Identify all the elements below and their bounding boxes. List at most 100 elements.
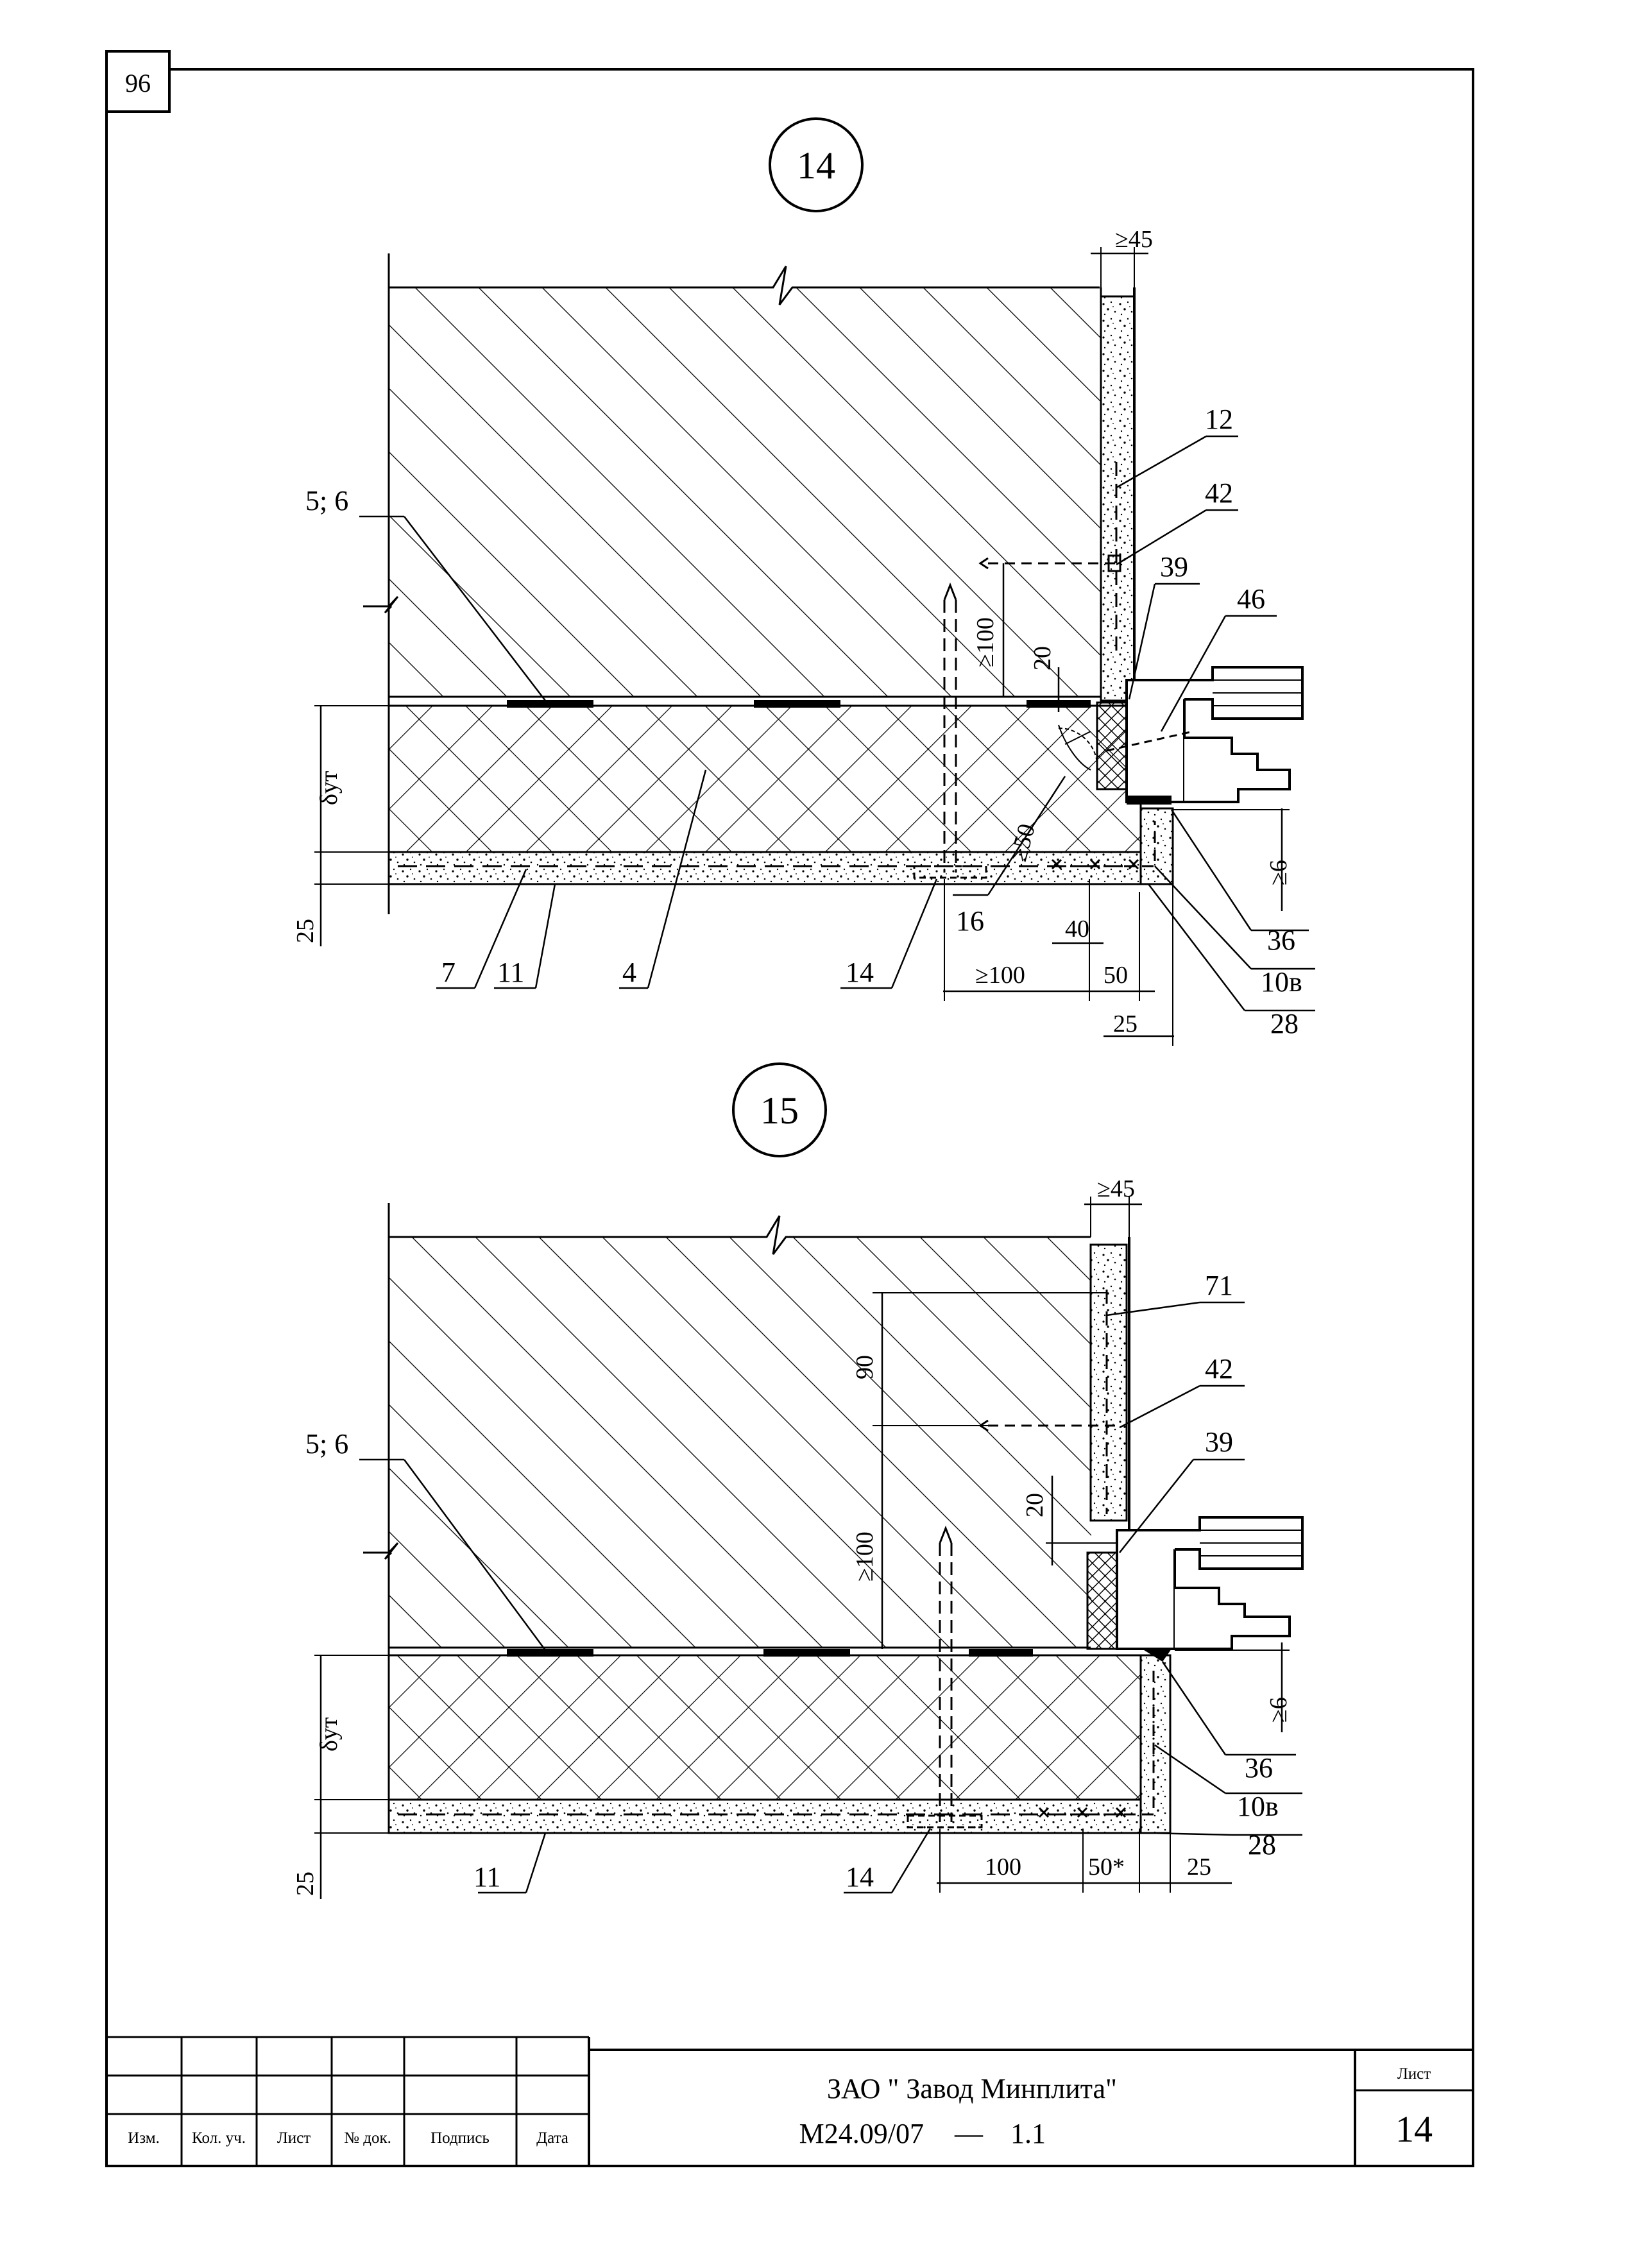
label-42: 42 [1205, 1353, 1233, 1385]
label-28: 28 [1248, 1829, 1276, 1861]
label-5-6: 5; 6 [305, 1428, 348, 1460]
dim-100-vertical: ≥100 [851, 1531, 878, 1582]
sealing-tape [1086, 1551, 1118, 1650]
dowel-14-tip [939, 1525, 953, 1544]
label-36: 36 [1245, 1752, 1273, 1784]
tb-header-date: Дата [536, 2129, 568, 2147]
dim-25-bottom: 25 [1113, 1010, 1138, 1037]
leader [987, 776, 1066, 896]
glue-strip [507, 700, 593, 708]
dim-20: 20 [1021, 1493, 1048, 1517]
label-16: 16 [956, 905, 984, 937]
label-11: 11 [473, 1861, 500, 1893]
detail-15: 15 ≥45 [292, 1062, 1304, 1899]
page-number: 96 [125, 69, 151, 98]
leader [1160, 615, 1227, 732]
dim-50-horizontal: 50 [1103, 962, 1128, 989]
window-profile-lower [1175, 1587, 1291, 1650]
label-42: 42 [1205, 477, 1233, 509]
detail-14-marker [769, 117, 864, 212]
tb-header-sign: Подпись [430, 2129, 490, 2147]
dim-100-vertical: ≥100 [972, 617, 999, 667]
tb-sheet-number: 14 [1395, 2108, 1433, 2150]
detail-14-number: 14 [797, 144, 835, 187]
leader [1116, 509, 1207, 566]
leader [1116, 435, 1207, 489]
tb-code-suffix: 1.1 [1010, 2118, 1046, 2149]
leader [890, 878, 938, 989]
dim-20: 20 [1029, 646, 1056, 670]
leader [1170, 809, 1252, 931]
delta-thickness: δут [316, 771, 343, 805]
delta-thickness: δут [316, 1717, 343, 1752]
masonry-wall [389, 1237, 1091, 1648]
leader [1148, 883, 1245, 1011]
reveal-plaster [1100, 295, 1136, 702]
dim-100-horizontal: 100 [985, 1854, 1021, 1880]
window-sill-seal [1127, 796, 1172, 805]
dim-6: ≥6 [1265, 860, 1292, 885]
tb-header-doc: № док. [344, 2129, 391, 2147]
fastener-screw-46 [1106, 730, 1194, 752]
corner-profile-16 [1058, 724, 1091, 771]
leader [473, 869, 527, 989]
dowel-14-tip [943, 582, 957, 601]
sheet-frame [105, 68, 1474, 2167]
mesh-x-marks [1051, 858, 1139, 870]
label-10v: 10в [1237, 1791, 1279, 1822]
leader [1119, 1385, 1200, 1429]
label-11: 11 [497, 957, 524, 988]
detail-14: 14 [292, 117, 1315, 1046]
label-36: 36 [1267, 925, 1295, 956]
leader [1106, 1301, 1200, 1317]
base-plaster [388, 851, 1142, 885]
leader [1148, 1832, 1232, 1836]
leader [534, 883, 556, 989]
tb-header-izm: Изм. [128, 2129, 160, 2147]
tb-header-list: Лист [277, 2129, 311, 2147]
label-46: 46 [1237, 583, 1265, 615]
label-39: 39 [1205, 1426, 1233, 1458]
corner-profile-16-arc [1058, 727, 1098, 764]
leader [403, 1459, 547, 1651]
leader [1161, 1661, 1227, 1755]
tb-code: М24.09/07 [799, 2118, 924, 2149]
leader [647, 769, 707, 989]
corner-mesh [1052, 1668, 1155, 1816]
leader [1154, 865, 1252, 969]
corner-plaster [1139, 807, 1174, 885]
label-4: 4 [622, 957, 636, 988]
dim-45: ≥45 [1115, 226, 1153, 253]
leader [890, 1828, 932, 1893]
label-7: 7 [441, 957, 456, 988]
insulation-slab [389, 706, 1141, 852]
masonry-wall [389, 287, 1101, 697]
dim-25-left: 25 [292, 1872, 319, 1896]
tb-company: ЗАО " Завод Минплита" [827, 2073, 1117, 2104]
sealing-tape [1096, 701, 1128, 790]
window-sill-seal [1142, 1649, 1172, 1662]
dim-45: ≥45 [1097, 1175, 1135, 1202]
corner-mesh [1052, 821, 1156, 867]
detail-15-marker [732, 1062, 827, 1157]
dim-40: 40 [1065, 916, 1089, 942]
dowel-42-tip [978, 557, 989, 570]
tb-header-kol: Кол. уч. [192, 2129, 246, 2147]
label-5-6: 5; 6 [305, 485, 348, 516]
title-block: Изм. Кол. уч. Лист № док. Подпись Дата З… [107, 2036, 1473, 2166]
label-14: 14 [846, 957, 874, 988]
leader [404, 516, 546, 701]
label-12: 12 [1205, 404, 1233, 435]
dim-25-horizontal: 25 [1187, 1854, 1211, 1880]
label-28: 28 [1270, 1008, 1299, 1039]
corner-plaster [1139, 1654, 1172, 1834]
mesh-x-marks [1038, 1807, 1127, 1818]
glue-strip [763, 1649, 850, 1657]
insulation-slab [389, 1655, 1141, 1800]
dim-50-horizontal: 50* [1088, 1854, 1125, 1880]
glue-strip [969, 1649, 1033, 1657]
glue-strip [754, 700, 840, 708]
detail-15-number: 15 [760, 1089, 799, 1132]
label-10v: 10в [1261, 966, 1302, 998]
